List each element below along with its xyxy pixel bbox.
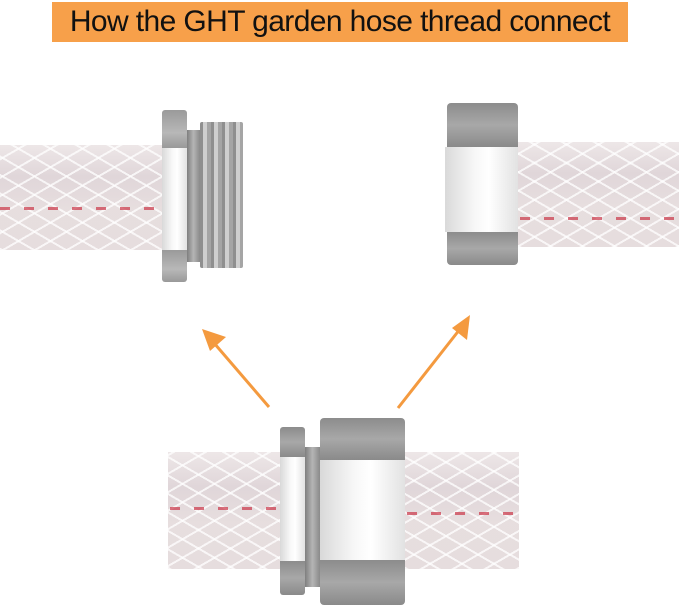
hose-stripe xyxy=(170,507,290,510)
small-hex-face xyxy=(280,457,305,561)
hex-nut-top xyxy=(162,110,187,148)
large-hex-top xyxy=(320,418,405,460)
assembled-connection xyxy=(160,415,530,608)
title-banner: How the GHT garden hose thread connect xyxy=(52,2,628,42)
female-nut-face xyxy=(445,147,518,232)
arrow-up-right-icon xyxy=(396,315,470,409)
banner-title: How the GHT garden hose thread connect xyxy=(69,5,611,38)
arrow-up-left-icon xyxy=(202,329,271,408)
large-hex-face xyxy=(320,460,405,560)
female-nut-top xyxy=(447,103,518,147)
small-hex-top xyxy=(280,427,305,457)
fitting-neck xyxy=(187,130,200,262)
hose-stripe xyxy=(0,207,160,210)
hex-nut-bottom xyxy=(162,250,187,282)
female-nut-bottom xyxy=(447,232,518,265)
hex-nut-face xyxy=(162,148,187,250)
large-hex-bottom xyxy=(320,560,405,605)
hose-bottom-left xyxy=(168,452,293,569)
hose-bottom-right xyxy=(405,452,519,569)
hose-right xyxy=(518,142,679,247)
small-hex-bottom xyxy=(280,561,305,595)
hose-stripe xyxy=(407,512,517,515)
hose-stripe xyxy=(520,217,679,220)
female-fitting-assembly xyxy=(440,100,679,270)
hose-left xyxy=(0,145,165,250)
male-fitting-assembly xyxy=(0,100,260,290)
male-thread xyxy=(200,122,243,268)
collar xyxy=(305,447,320,587)
